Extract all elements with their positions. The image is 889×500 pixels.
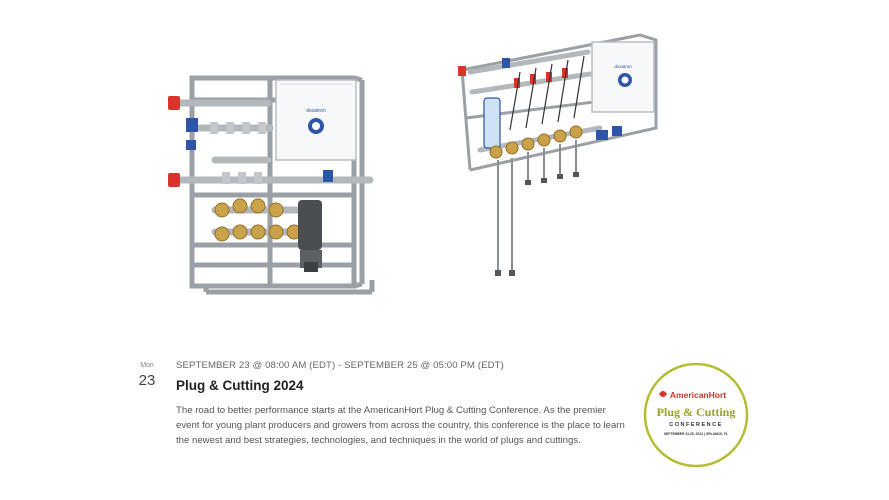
conference-logo[interactable]: AmericanHort Plug & Cutting CONFERENCE S…	[643, 362, 749, 468]
event-datetime: SEPTEMBER 23 @ 08:00 AM (EDT) - SEPTEMBE…	[176, 360, 504, 371]
logo-name: Plug & Cutting	[657, 405, 736, 419]
event-date: Mon 23	[130, 362, 164, 389]
leaf-icon	[659, 391, 667, 397]
logo-brand: AmericanHort	[670, 390, 726, 400]
event-details: SEPTEMBER 23 @ 08:00 AM (EDT) - SEPTEMBE…	[176, 360, 631, 448]
event-title-link[interactable]: Plug & Cutting 2024	[176, 378, 304, 393]
svg-text:dosatron: dosatron	[306, 108, 326, 114]
logo-ring	[643, 362, 749, 468]
event-weekday: Mon	[140, 362, 154, 369]
right-injector-system: dosatron	[458, 33, 658, 276]
event-day: 23	[138, 372, 156, 389]
event-description: The road to better performance starts at…	[176, 405, 625, 446]
svg-text:dosatron: dosatron	[614, 64, 632, 69]
logo-subtitle: CONFERENCE	[669, 422, 723, 428]
product-illustration: dosatron	[168, 33, 658, 295]
left-injector-system: dosatron	[168, 75, 375, 295]
logo-dates: SEPTEMBER 23-25, 2024 | ORLANDO, FL	[664, 432, 728, 436]
